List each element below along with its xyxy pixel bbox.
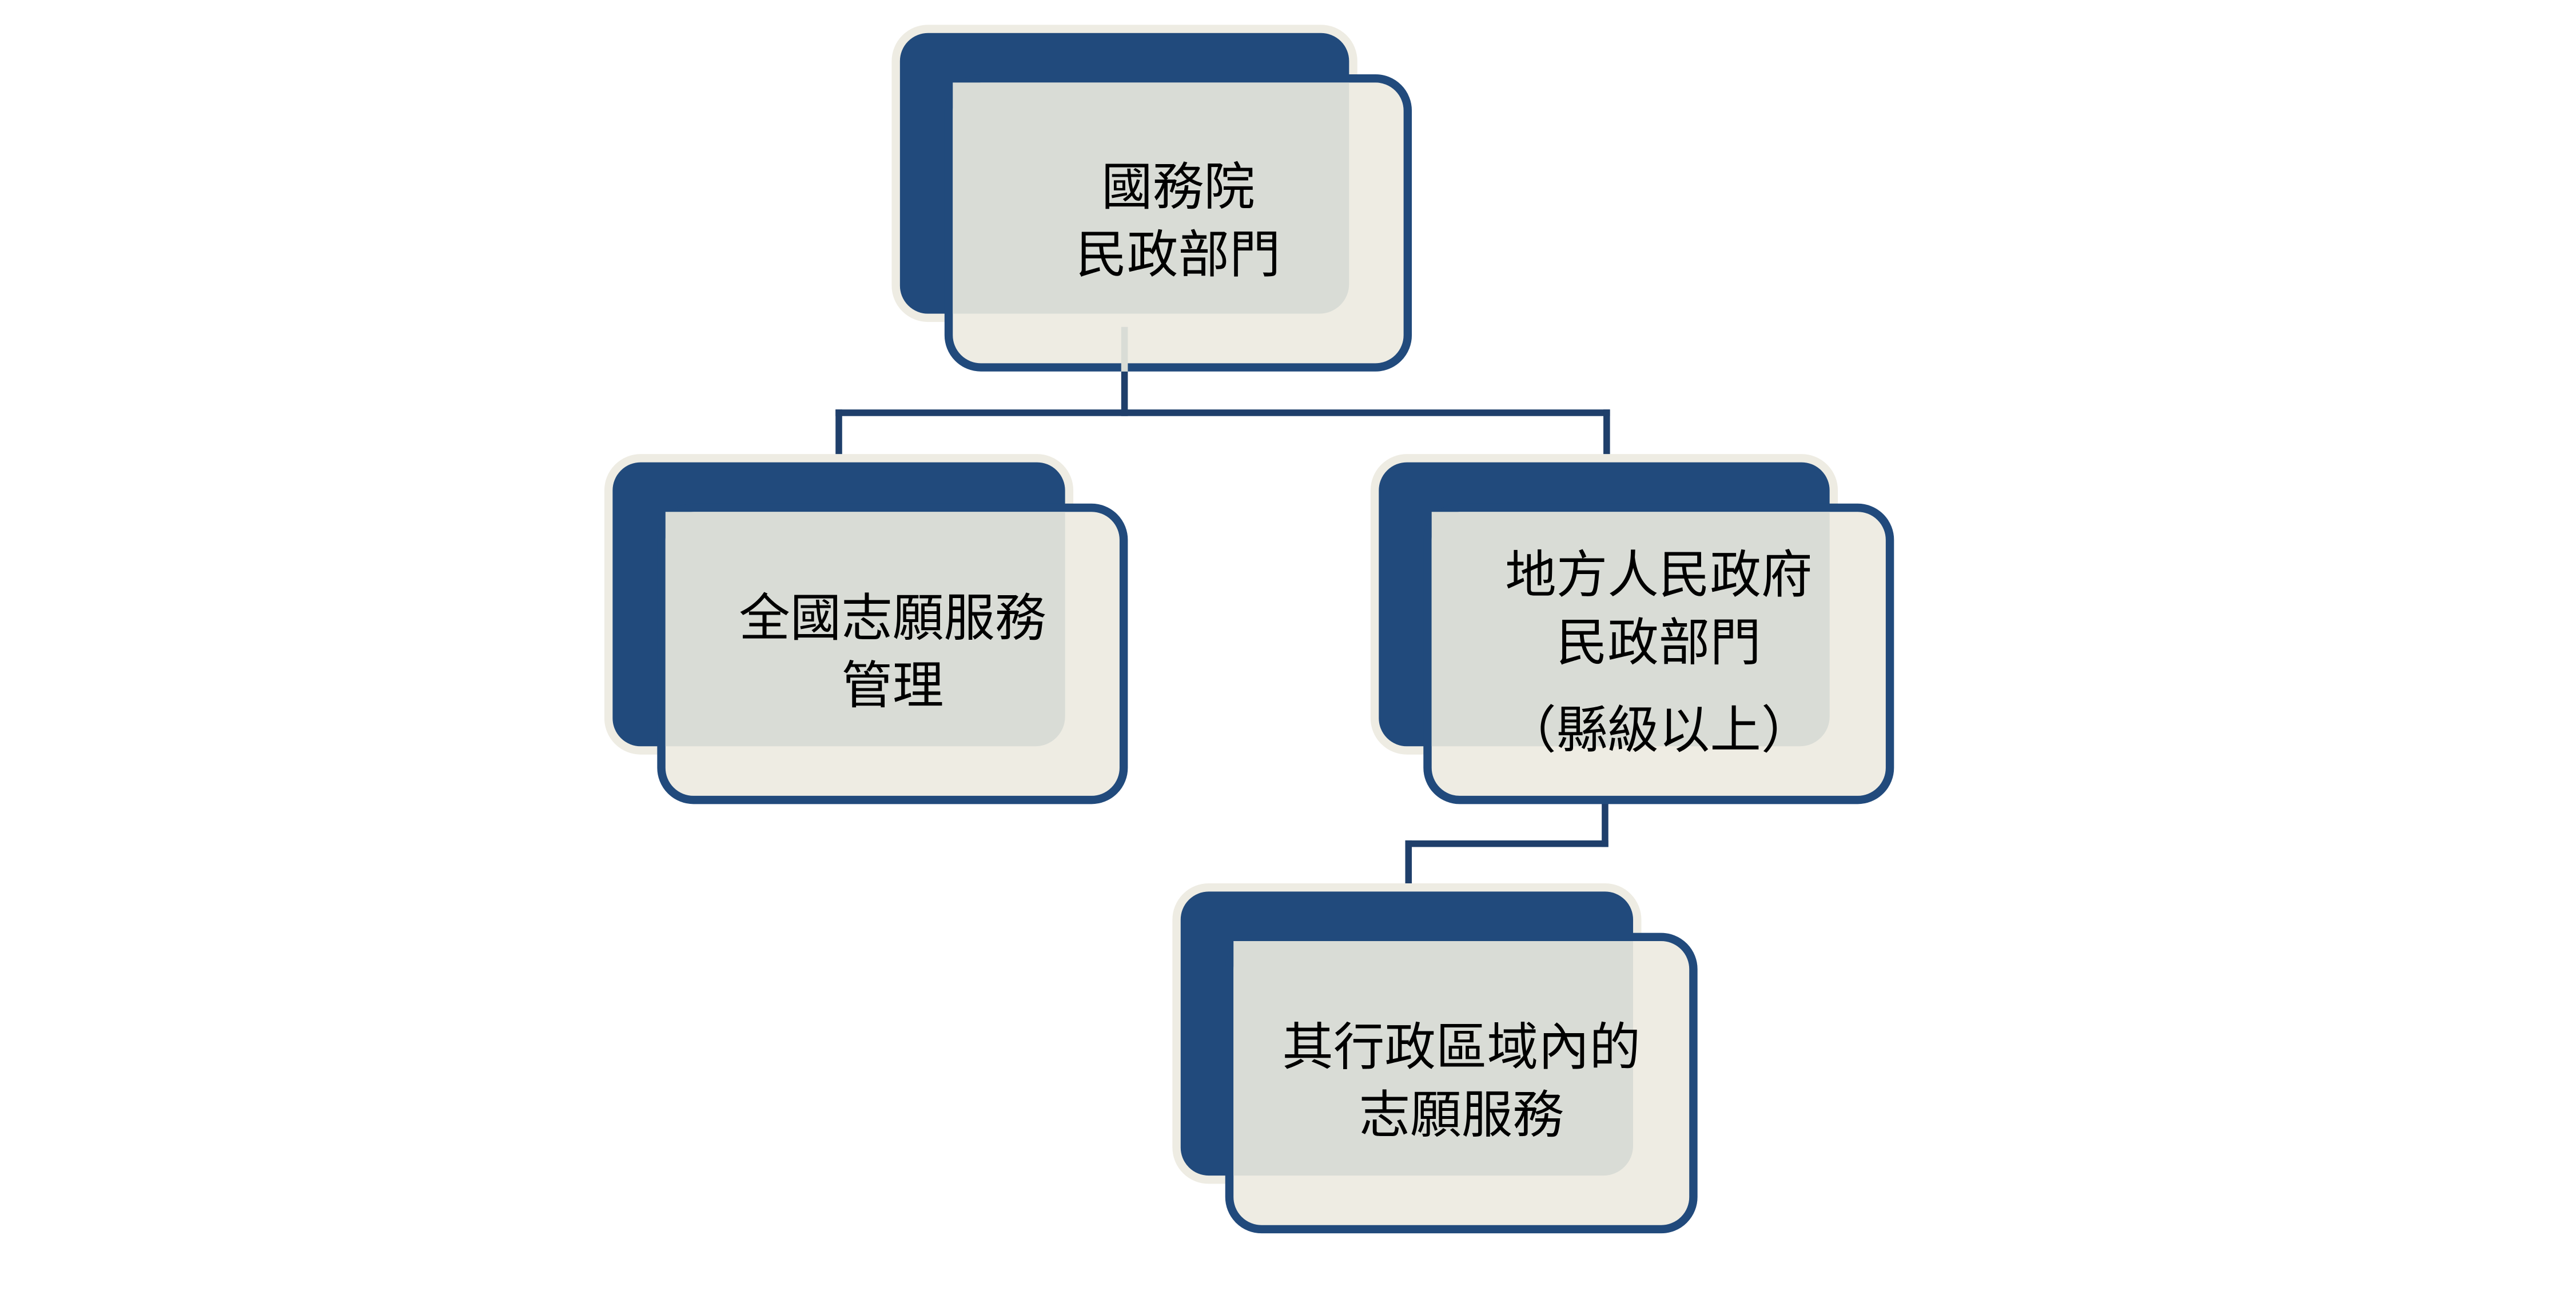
node-label: 國務院 民政部門 [945, 74, 1412, 372]
node-label: 全國志願服務 管理 [657, 504, 1128, 804]
node-label-line: （縣級以上） [1505, 700, 1813, 760]
node-label-line: 其行政區域內的 [1282, 1018, 1641, 1078]
node-overlap-shape [1233, 941, 1634, 1176]
connector-right-bar [1405, 840, 1608, 847]
connector-top-bar [835, 409, 1610, 416]
node-overlap-shape [665, 512, 1065, 747]
node-label-line: 民政部門 [1076, 226, 1281, 286]
connector-to-right [1603, 409, 1610, 457]
node-overlap-shape [953, 82, 1349, 314]
connector-right-trunk [1602, 800, 1608, 847]
node-label-line: 國務院 [1101, 158, 1255, 218]
node-label: 其行政區域內的 志願服務 [1225, 933, 1698, 1234]
node-label-line: 管理 [841, 657, 944, 717]
connector-to-bottom [1405, 840, 1412, 887]
connector-to-left [835, 409, 842, 457]
connector-top-trunk [1121, 371, 1128, 416]
node-label-line: 民政部門 [1556, 613, 1761, 673]
node-overlap-shape [1431, 512, 1830, 747]
node-label: 地方人民政府 民政部門 （縣級以上） [1423, 504, 1894, 804]
node-label-line: 地方人民政府 [1505, 545, 1813, 605]
node-label-line: 志願服務 [1359, 1086, 1564, 1146]
node-label-line: 全國志願服務 [739, 589, 1046, 649]
connector-inner-stub [1121, 326, 1128, 372]
